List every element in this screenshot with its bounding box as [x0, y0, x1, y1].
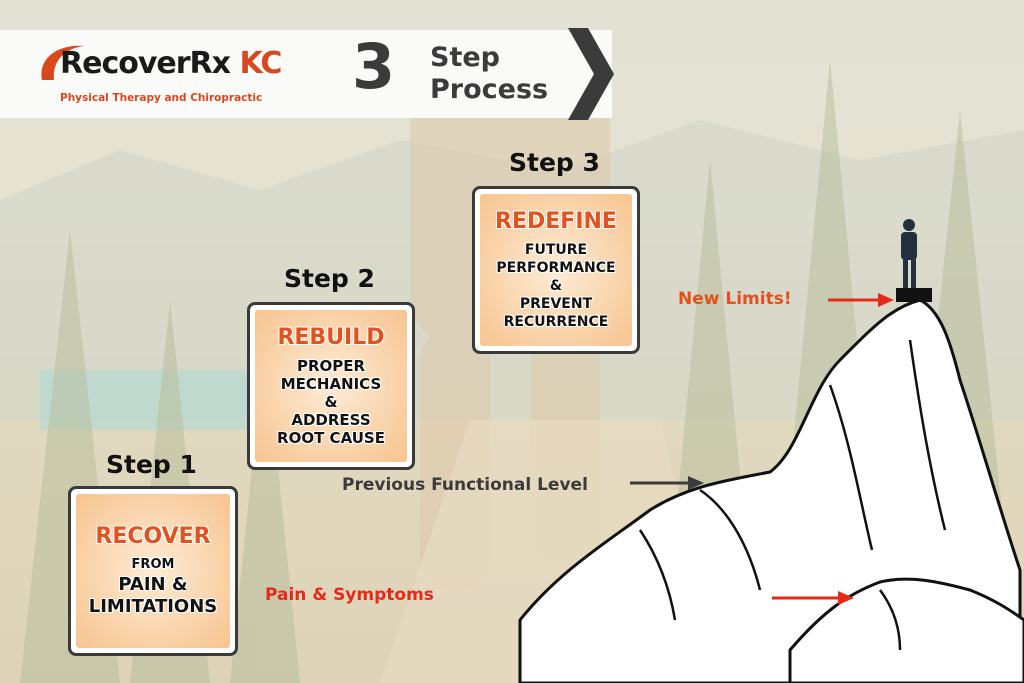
step-2-line: ADDRESS — [291, 411, 371, 429]
step-2-line: MECHANICS — [280, 375, 382, 393]
mountain-illustration — [518, 219, 1024, 683]
step-2-line: & — [324, 393, 338, 411]
step-1-heading: RECOVER — [95, 524, 211, 549]
step-2-label: Step 2 — [284, 264, 375, 293]
step-2-heading: REBUILD — [277, 325, 385, 350]
step-2-line: PROPER — [296, 357, 366, 375]
step-3-line: & — [549, 278, 563, 294]
step-3-heading: REDEFINE — [495, 209, 617, 234]
process-title: Step Process — [430, 42, 549, 105]
logo: RecoverRx KC Physical Therapy and Chirop… — [36, 40, 336, 110]
chevron-right-icon — [568, 28, 614, 120]
step-1-line: FROM — [131, 557, 175, 572]
step-2-line: ROOT CAUSE — [277, 429, 385, 447]
step-count-number: 3 — [352, 30, 396, 103]
step-3-box: REDEFINE FUTURE PERFORMANCE & PREVENT RE… — [472, 186, 640, 354]
step-3-line: RECURRENCE — [503, 314, 609, 330]
pain-symptoms-label: Pain & Symptoms — [265, 585, 434, 605]
step-3-line: FUTURE — [524, 242, 588, 258]
step-2-box: REBUILD PROPER MECHANICS & ADDRESS ROOT … — [247, 302, 415, 470]
step-1-line: LIMITATIONS — [88, 596, 218, 617]
step-1-box: RECOVER FROM PAIN & LIMITATIONS — [68, 486, 238, 656]
step-3-label: Step 3 — [509, 148, 600, 177]
logo-swoosh-icon — [41, 45, 84, 80]
header-band — [0, 30, 612, 118]
step-1-label: Step 1 — [106, 450, 197, 479]
logo-tagline: Physical Therapy and Chiropractic — [60, 92, 263, 104]
step-3-line: PERFORMANCE — [496, 260, 616, 276]
previous-functional-level-label: Previous Functional Level — [342, 475, 588, 495]
logo-name: RecoverRx KC — [60, 46, 282, 81]
step-3-line: PREVENT — [519, 296, 593, 312]
step-1-line: PAIN & — [118, 574, 188, 595]
new-limits-label: New Limits! — [678, 289, 792, 309]
